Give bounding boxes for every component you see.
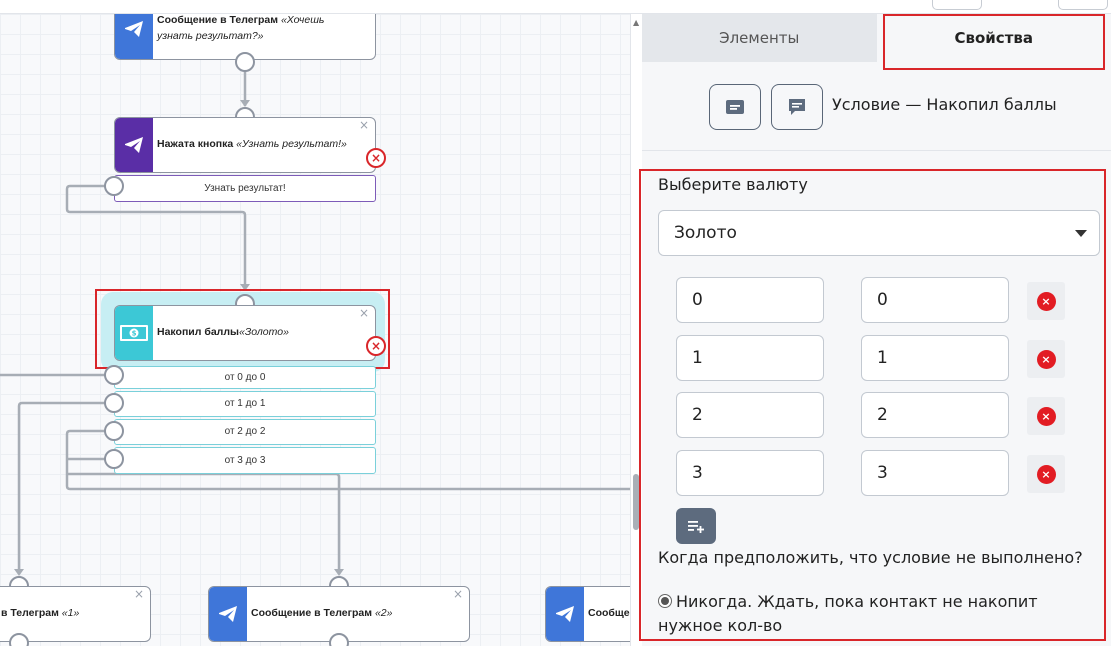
range-to-input-3[interactable]: 3 bbox=[861, 450, 1009, 496]
output-port[interactable] bbox=[104, 365, 124, 385]
node-text: Сообще bbox=[588, 607, 630, 620]
close-icon[interactable]: × bbox=[452, 587, 463, 601]
scroll-thumb[interactable] bbox=[633, 474, 639, 530]
option-never-label: Никогда. Ждать, пока контакт не накопит … bbox=[658, 592, 1038, 635]
output-port[interactable] bbox=[9, 633, 29, 646]
question-label: Когда предположить, что условие не выпол… bbox=[658, 548, 1083, 567]
svg-text:$: $ bbox=[132, 330, 137, 338]
add-row-icon bbox=[688, 521, 704, 533]
delete-row-button-3[interactable]: × bbox=[1027, 455, 1065, 493]
node-text: Нажата кнопка «Узнать результат!» bbox=[157, 138, 347, 151]
node-text: Сообщение в Телеграм «Хочешь узнать резу… bbox=[157, 14, 325, 42]
output-port[interactable] bbox=[235, 52, 255, 72]
money-icon: $ bbox=[115, 306, 153, 360]
top-toolbar bbox=[0, 0, 1111, 14]
output-port[interactable] bbox=[329, 633, 349, 646]
message-button[interactable] bbox=[709, 84, 761, 130]
range-row-2[interactable]: от 2 до 2 bbox=[114, 419, 376, 445]
output-port[interactable] bbox=[104, 176, 124, 196]
delete-row-button-1[interactable]: × bbox=[1027, 340, 1065, 378]
button-pressed-node[interactable]: Нажата кнопка «Узнать результат!» × × bbox=[114, 117, 386, 173]
range-to-input-2[interactable]: 2 bbox=[861, 392, 1009, 438]
node-button-row[interactable]: Узнать результат! bbox=[114, 175, 376, 202]
node-text: в Телеграм «1» bbox=[1, 607, 80, 620]
message-icon bbox=[726, 100, 744, 114]
range-to-input-1[interactable]: 1 bbox=[861, 335, 1009, 381]
node-text: Накопил баллы«Золото» bbox=[157, 326, 289, 339]
toolbar-button[interactable] bbox=[932, 0, 982, 10]
toolbar-button[interactable] bbox=[1058, 0, 1108, 10]
close-circle-icon: × bbox=[1036, 464, 1056, 484]
output-port[interactable] bbox=[104, 449, 124, 469]
close-circle-icon: × bbox=[1036, 406, 1056, 426]
add-row-button[interactable] bbox=[676, 508, 716, 544]
option-never[interactable]: Никогда. Ждать, пока контакт не накопит … bbox=[658, 590, 1098, 638]
telegram-icon bbox=[115, 118, 153, 172]
range-row-0[interactable]: от 0 до 0 bbox=[114, 366, 376, 389]
close-icon[interactable]: × bbox=[358, 118, 369, 132]
currency-label: Выберите валюту bbox=[658, 175, 808, 194]
range-row-1[interactable]: от 1 до 1 bbox=[114, 391, 376, 417]
tab-properties[interactable]: Свойства bbox=[876, 14, 1111, 62]
comment-button[interactable] bbox=[771, 84, 823, 130]
range-from-input-0[interactable]: 0 bbox=[676, 277, 824, 323]
range-from-input-2[interactable]: 2 bbox=[676, 392, 824, 438]
condition-title: Условие — Накопил баллы bbox=[832, 95, 1057, 114]
panel-tabs: Элементы Свойства bbox=[642, 14, 1111, 62]
close-icon[interactable]: × bbox=[133, 587, 144, 601]
radio-selected-icon[interactable] bbox=[658, 594, 672, 608]
close-circle-icon: × bbox=[1036, 291, 1056, 311]
close-icon[interactable]: × bbox=[358, 306, 369, 320]
range-from-input-3[interactable]: 3 bbox=[676, 450, 824, 496]
currency-select[interactable]: Золото bbox=[658, 210, 1100, 256]
delete-row-button-2[interactable]: × bbox=[1027, 397, 1065, 435]
flow-canvas[interactable]: Сообщение в Телеграм «Хочешь узнать резу… bbox=[0, 14, 630, 646]
telegram-icon bbox=[115, 14, 153, 59]
node-text: Сообщение в Телеграм «2» bbox=[251, 607, 393, 620]
comment-icon bbox=[789, 99, 805, 115]
range-from-input-1[interactable]: 1 bbox=[676, 335, 824, 381]
delete-node-icon[interactable]: × bbox=[366, 336, 386, 356]
properties-highlight bbox=[639, 169, 1106, 641]
telegram-icon bbox=[209, 587, 247, 641]
tab-highlight bbox=[883, 14, 1105, 70]
points-accumulated-node[interactable]: $ Накопил баллы«Золото» × × bbox=[114, 305, 386, 361]
range-to-input-0[interactable]: 0 bbox=[861, 277, 1009, 323]
output-port[interactable] bbox=[104, 393, 124, 413]
node-highlight bbox=[95, 289, 390, 369]
caret-down-icon bbox=[1075, 230, 1087, 237]
properties-panel: Элементы Свойства Условие — Накопил балл… bbox=[639, 14, 1111, 646]
telegram-message-node-1[interactable]: в Телеграм «1» × bbox=[0, 586, 151, 642]
output-port[interactable] bbox=[104, 421, 124, 441]
telegram-icon bbox=[546, 587, 584, 641]
scroll-up-icon[interactable]: ▲ bbox=[633, 18, 640, 27]
telegram-message-node-3[interactable]: Сообще bbox=[545, 586, 630, 642]
range-row-3[interactable]: от 3 до 3 bbox=[114, 447, 376, 474]
tab-elements[interactable]: Элементы bbox=[642, 14, 877, 62]
close-circle-icon: × bbox=[1036, 349, 1056, 369]
delete-row-button-0[interactable]: × bbox=[1027, 282, 1065, 320]
divider bbox=[642, 150, 1111, 151]
currency-value: Золото bbox=[674, 223, 737, 243]
delete-node-icon[interactable]: × bbox=[366, 148, 386, 168]
